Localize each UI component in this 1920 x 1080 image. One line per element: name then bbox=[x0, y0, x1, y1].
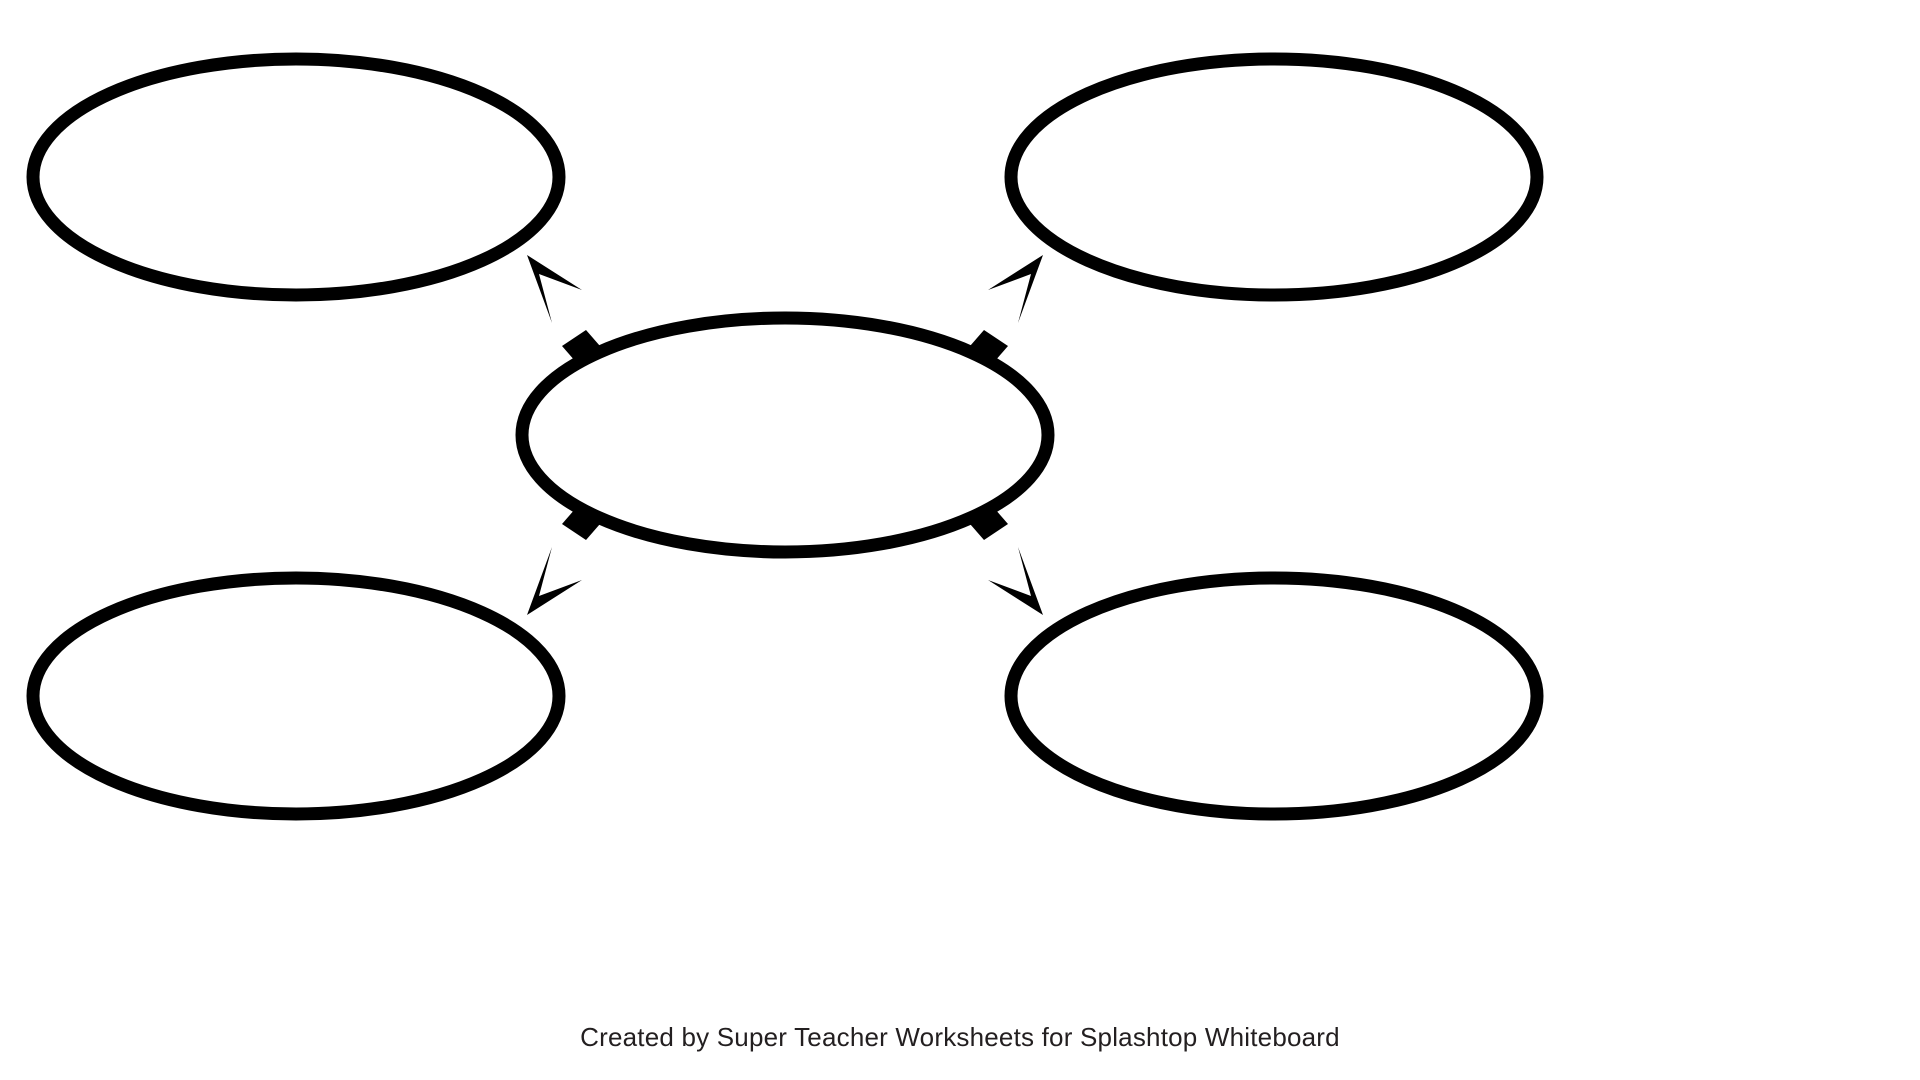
footer-credit-text: Created by Super Teacher Worksheets for … bbox=[580, 1022, 1340, 1052]
top-right-bubble[interactable] bbox=[1004, 52, 1544, 302]
center-bubble[interactable] bbox=[515, 311, 1055, 559]
top-left-bubble[interactable] bbox=[26, 52, 566, 302]
bottom-right-bubble[interactable] bbox=[1004, 571, 1544, 821]
bottom-left-bubble[interactable] bbox=[26, 571, 566, 821]
